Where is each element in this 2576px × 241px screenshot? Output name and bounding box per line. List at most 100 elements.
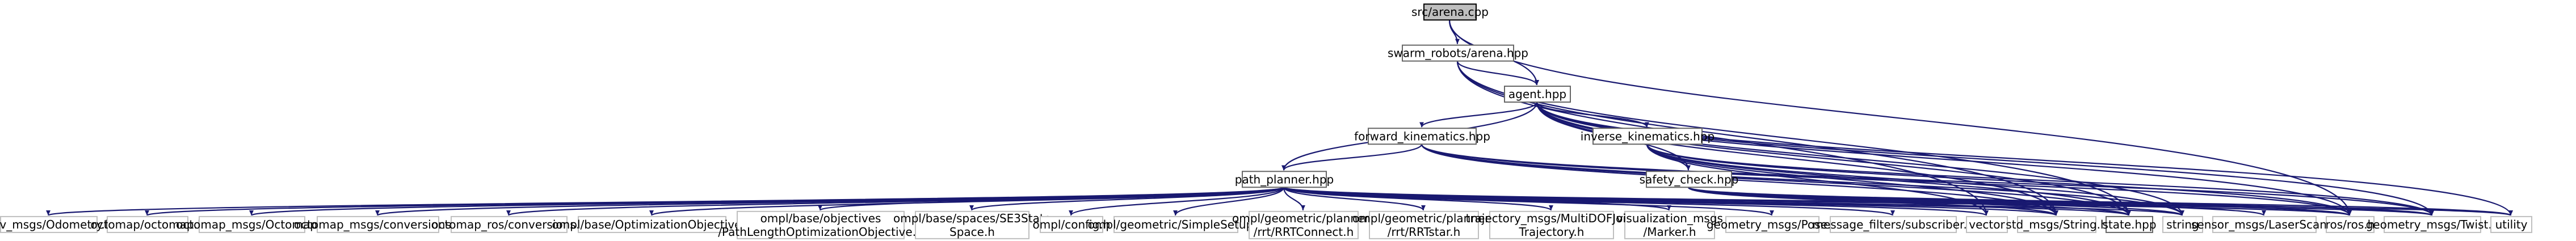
node-string[interactable]: string [2162,215,2203,233]
edge-pp_hpp-to-nav_odom [46,187,1285,216]
node-box [451,215,568,233]
edge-pp_hpp-to-ompl_rrts [1283,187,1426,211]
edge-ik_hpp-to-twist [1646,143,2434,216]
node-label: ompl/base/OptimizationObjective.h [552,218,753,231]
node-label: nav_msgs/Odometry.h [0,218,112,231]
node-label: ompl/base/objectives [760,212,881,225]
node-label: state.hpp [2102,218,2156,231]
node-sc-hpp[interactable]: safety_check.hpp [1640,171,1739,188]
node-ompl-plo[interactable]: ompl/base/objectives/PathLengthOptimizat… [718,210,923,239]
node-ompl-rrtc[interactable]: ompl/geometric/planners/rrt/RRTConnect.h [1232,210,1375,239]
edge-pp_hpp-to-ompl_rrtc [1283,187,1305,211]
node-box [1423,3,1477,21]
node-stdstr[interactable]: std_msgs/String.h [2006,215,2108,233]
node-viz[interactable]: visualization_msgs/Marker.h [1616,210,1723,239]
node-label: safety_check.hpp [1640,172,1739,186]
node-box [1592,128,1703,145]
node-pp-hpp[interactable]: path_planner.hpp [1235,171,1334,188]
node-label: octomap_msgs/Octomap.h [176,218,328,231]
node-label: geometry_msgs/Pose.h [1707,218,1838,231]
node-nav-odom[interactable]: nav_msgs/Odometry.h [0,215,112,233]
node-state[interactable]: state.hpp [2102,215,2157,233]
node-arena-hpp[interactable]: swarm_robots/arena.hpp [1388,44,1528,62]
node-label: ompl/config.h [1033,218,1111,231]
node-box [1624,210,1715,239]
node-arena-cpp: src/arena.cpp [1411,3,1489,21]
node-label: message_filters/subscriber.h [1813,218,1974,231]
edge-pp_hpp-to-ompl_se3 [969,187,1285,211]
node-label: forward_kinematics.hpp [1354,129,1490,143]
node-box [0,215,98,233]
node-ompl-cfg[interactable]: ompl/config.h [1033,215,1111,233]
node-octomap[interactable]: octomap/octomap.h [90,215,205,233]
node-box [2017,215,2096,233]
node-label: ompl/geometric/planners [1232,212,1375,225]
edge-fk_hpp-to-pp_hpp [1281,143,1423,171]
node-box [2212,215,2317,233]
node-label: std_msgs/String.h [2006,218,2107,231]
node-label: ros/ros.h [2326,218,2375,231]
node-box [737,210,905,239]
node-box [578,215,726,233]
file-nodes: src/arena.cpp swarm_robots/arena.hppagent… [0,3,2532,239]
node-ompl-ss[interactable]: ompl/geometric/SimpleSetup.h [1088,215,1264,233]
node-ompl-rrts[interactable]: ompl/geometric/planners/rrt/RRTstar.h [1352,210,1495,239]
node-rosh[interactable]: ros/ros.h [2326,215,2375,233]
node-label: utility [2495,218,2528,231]
node-box [2326,215,2375,233]
node-box [199,215,305,233]
node-oct-msg[interactable]: octomap_msgs/Octomap.h [176,215,328,233]
node-box [1113,215,1238,233]
node-box [1402,44,1514,62]
node-label: string [2166,218,2199,231]
node-label: octomap_ros/conversions.h [431,218,587,231]
node-box [2106,215,2153,233]
edge-agent_hpp-to-twist [1536,102,2434,216]
node-traj[interactable]: trajectory_msgs/MultiDOFJointTrajectory.… [1466,210,1638,239]
edge-sc_hpp-to-utility [1687,187,2513,216]
node-twist[interactable]: geometry_msgs/Twist.h [2366,215,2499,233]
node-box [1830,215,1957,233]
edge-pp_hpp-to-ompl_plo [818,187,1285,211]
edge-agent_hpp-to-utility [1536,102,2513,216]
node-vector[interactable]: vector [1966,215,2008,233]
node-box [317,215,439,233]
node-box [2384,215,2481,233]
edge-agent_hpp-to-string [1536,102,2184,215]
node-box [1369,210,1479,239]
node-laser[interactable]: sensor_msgs/LaserScan.h [2191,215,2338,233]
node-label: sensor_msgs/LaserScan.h [2191,218,2338,231]
node-box [1249,210,1359,239]
node-box [1040,215,1103,233]
node-box [1489,210,1614,239]
node-oct-conv[interactable]: octomap_msgs/conversions.h [294,215,462,233]
node-pose[interactable]: geometry_msgs/Pose.h [1707,215,1838,233]
edge-agent_hpp-to-ik_hpp [1536,102,1649,128]
node-label: ompl/geometric/SimpleSetup.h [1088,218,1264,231]
node-box [2490,215,2532,233]
node-label: inverse_kinematics.hpp [1581,129,1714,143]
node-ompl-oo[interactable]: ompl/base/OptimizationObjective.h [552,215,753,233]
node-utility[interactable]: utility [2490,215,2532,233]
edge-ik_hpp-to-rosh [1646,143,2352,216]
node-label: octomap_msgs/conversions.h [294,218,462,231]
node-label: Trajectory.h [1519,225,1585,239]
node-ik-hpp[interactable]: inverse_kinematics.hpp [1581,128,1714,145]
node-box [1646,171,1732,188]
node-fk-hpp[interactable]: forward_kinematics.hpp [1354,128,1490,145]
node-label: trajectory_msgs/MultiDOFJoint [1466,212,1638,225]
node-label: Space.h [949,225,995,239]
node-msgf[interactable]: message_filters/subscriber.h [1813,215,1974,233]
dependency-edges [46,20,2513,216]
node-box [1242,171,1327,188]
node-label: /rrt/RRTstar.h [1388,225,1461,239]
edge-agent_hpp-to-fk_hpp [1419,102,1538,128]
node-label: /Marker.h [1643,225,1696,239]
node-label: agent.hpp [1508,87,1566,101]
node-oct-ros[interactable]: octomap_ros/conversions.h [431,215,587,233]
node-agent-hpp[interactable]: agent.hpp [1504,86,1571,103]
node-label: /rrt/RRTConnect.h [1254,225,1354,239]
edge-pp_hpp-to-utility [1283,187,2513,216]
edge-pp_hpp-to-ompl_cfg [1069,187,1285,216]
